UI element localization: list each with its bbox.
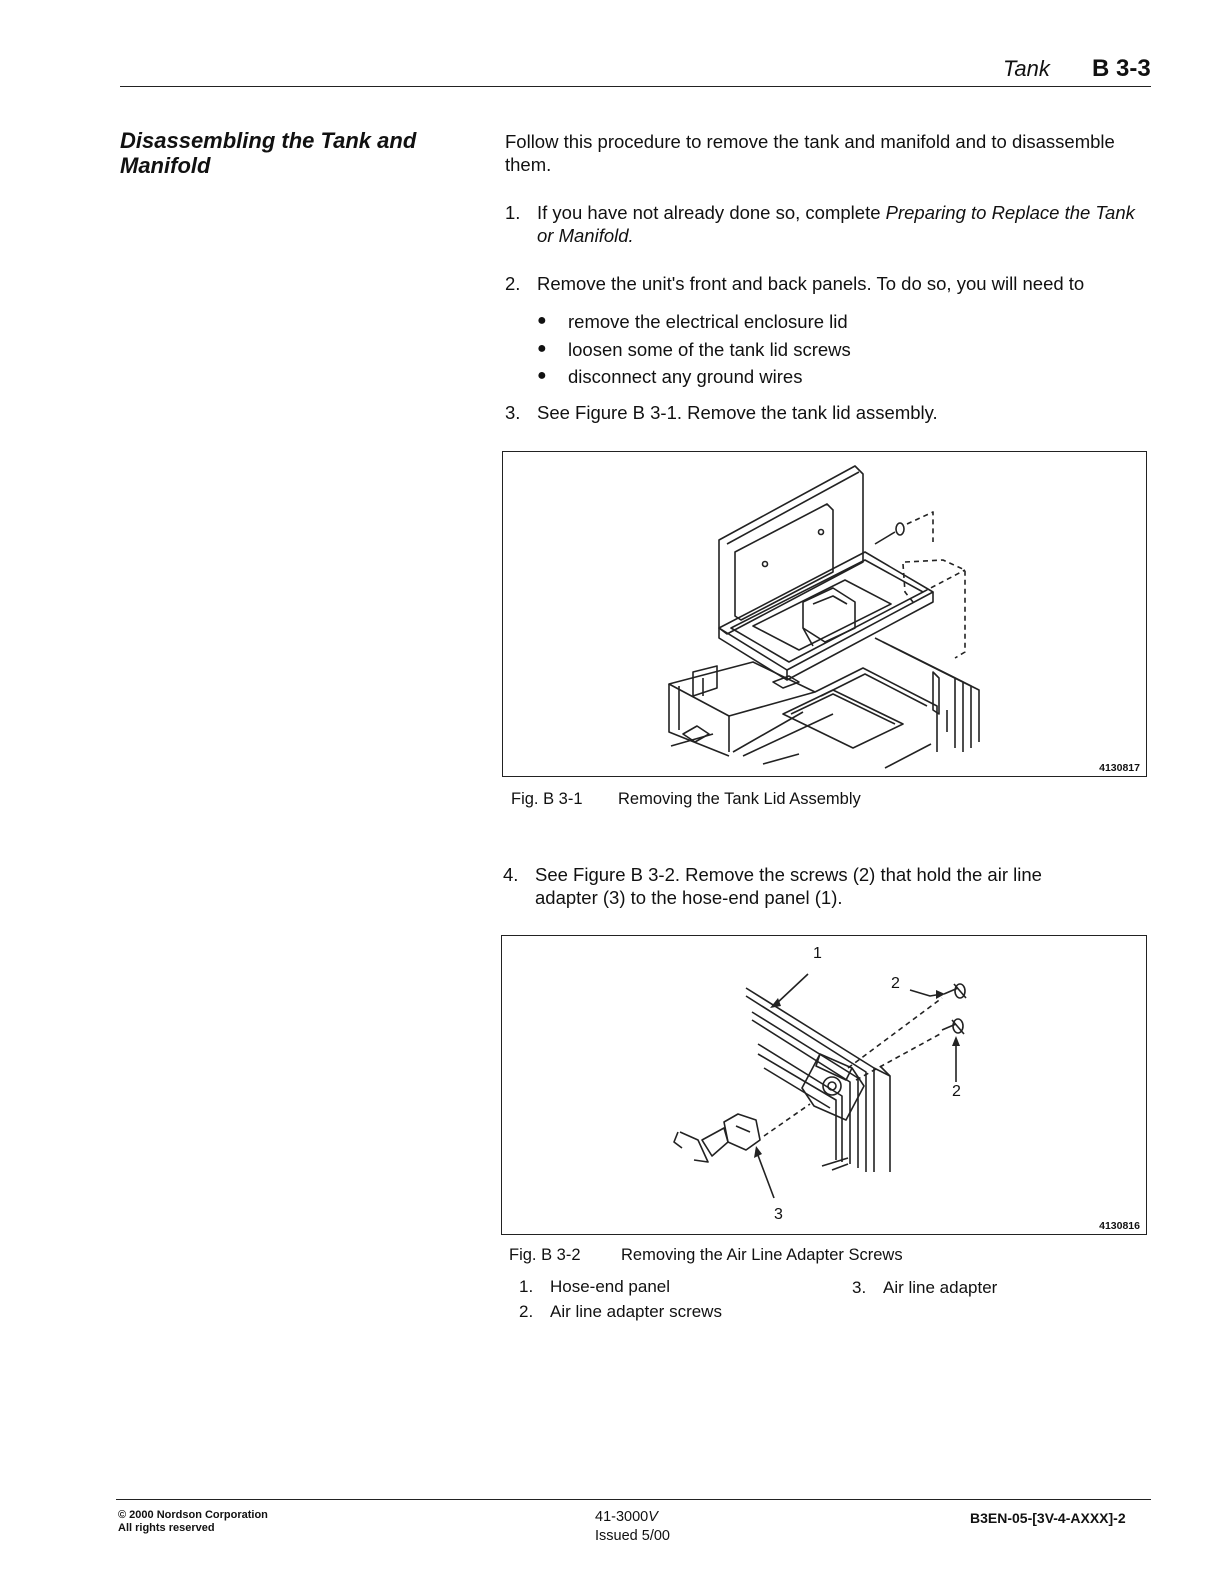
figure-tank-lid: 4130817 (502, 451, 1147, 777)
figure-caption-text: Removing the Air Line Adapter Screws (621, 1246, 903, 1264)
header-rule (120, 86, 1151, 87)
header-section-title: Tank (1003, 56, 1050, 81)
legend-number: 3. (852, 1278, 867, 1297)
figure-caption-text: Removing the Tank Lid Assembly (618, 790, 861, 808)
bullet-icon: ● (537, 340, 547, 357)
legend-text: Hose-end panel (550, 1277, 671, 1296)
step-text: Remove the unit's front and back panels.… (537, 273, 1085, 294)
air-line-adapter-illustration: 1 2 2 3 (673, 945, 967, 1223)
figure-caption-label: Fig. B 3-1 (511, 790, 583, 808)
step-number: 1. (505, 202, 521, 223)
footer-rule (116, 1499, 1151, 1500)
step-number: 3. (505, 402, 521, 423)
intro-paragraph: Follow this procedure to remove the tank… (505, 131, 1115, 175)
callout-label: 2 (891, 975, 900, 992)
legend-number: 2. (519, 1302, 534, 1321)
bullet-icon: ● (537, 367, 547, 384)
legend-item: 1. Hose-end panel (519, 1277, 670, 1297)
footer-code: B3EN-05-[3V-4-AXXX]-2 (970, 1510, 1126, 1526)
figure-number: 4130816 (1099, 1220, 1140, 1232)
callout-label: 2 (952, 1083, 961, 1100)
step-text: If you have not already done so, complet… (537, 202, 1135, 246)
cross-reference: Preparing to Replace the Tank or Manifol… (537, 202, 1135, 246)
step-number: 4. (503, 864, 519, 885)
legend-number: 1. (519, 1277, 534, 1296)
legend-item: 3. Air line adapter (852, 1278, 997, 1298)
legend-text: Air line adapter screws (550, 1302, 722, 1321)
legend-item: 2. Air line adapter screws (519, 1302, 722, 1322)
header-page-number: B 3-3 (1092, 55, 1151, 82)
footer-document-id: 41-3000V Issued 5/00 (595, 1509, 670, 1544)
step-number: 2. (505, 273, 521, 294)
callout-label: 3 (774, 1206, 783, 1223)
legend-text: Air line adapter (883, 1278, 998, 1297)
step-text: See Figure B 3-1. Remove the tank lid as… (537, 402, 938, 423)
callout-label: 1 (813, 945, 822, 962)
tank-lid-illustration (668, 465, 980, 769)
figure-caption-label: Fig. B 3-2 (509, 1246, 581, 1264)
figure-number: 4130817 (1099, 762, 1140, 774)
side-heading: Disassembling the Tank and Manifold (120, 128, 417, 178)
bullet-icon: ● (537, 312, 547, 329)
figure-air-line-adapter: 1 2 2 3 4130816 (501, 935, 1147, 1235)
step-text: See Figure B 3-2. Remove the screws (2) … (535, 864, 1042, 908)
footer-copyright: © 2000 Nordson Corporation All rights re… (118, 1509, 268, 1534)
